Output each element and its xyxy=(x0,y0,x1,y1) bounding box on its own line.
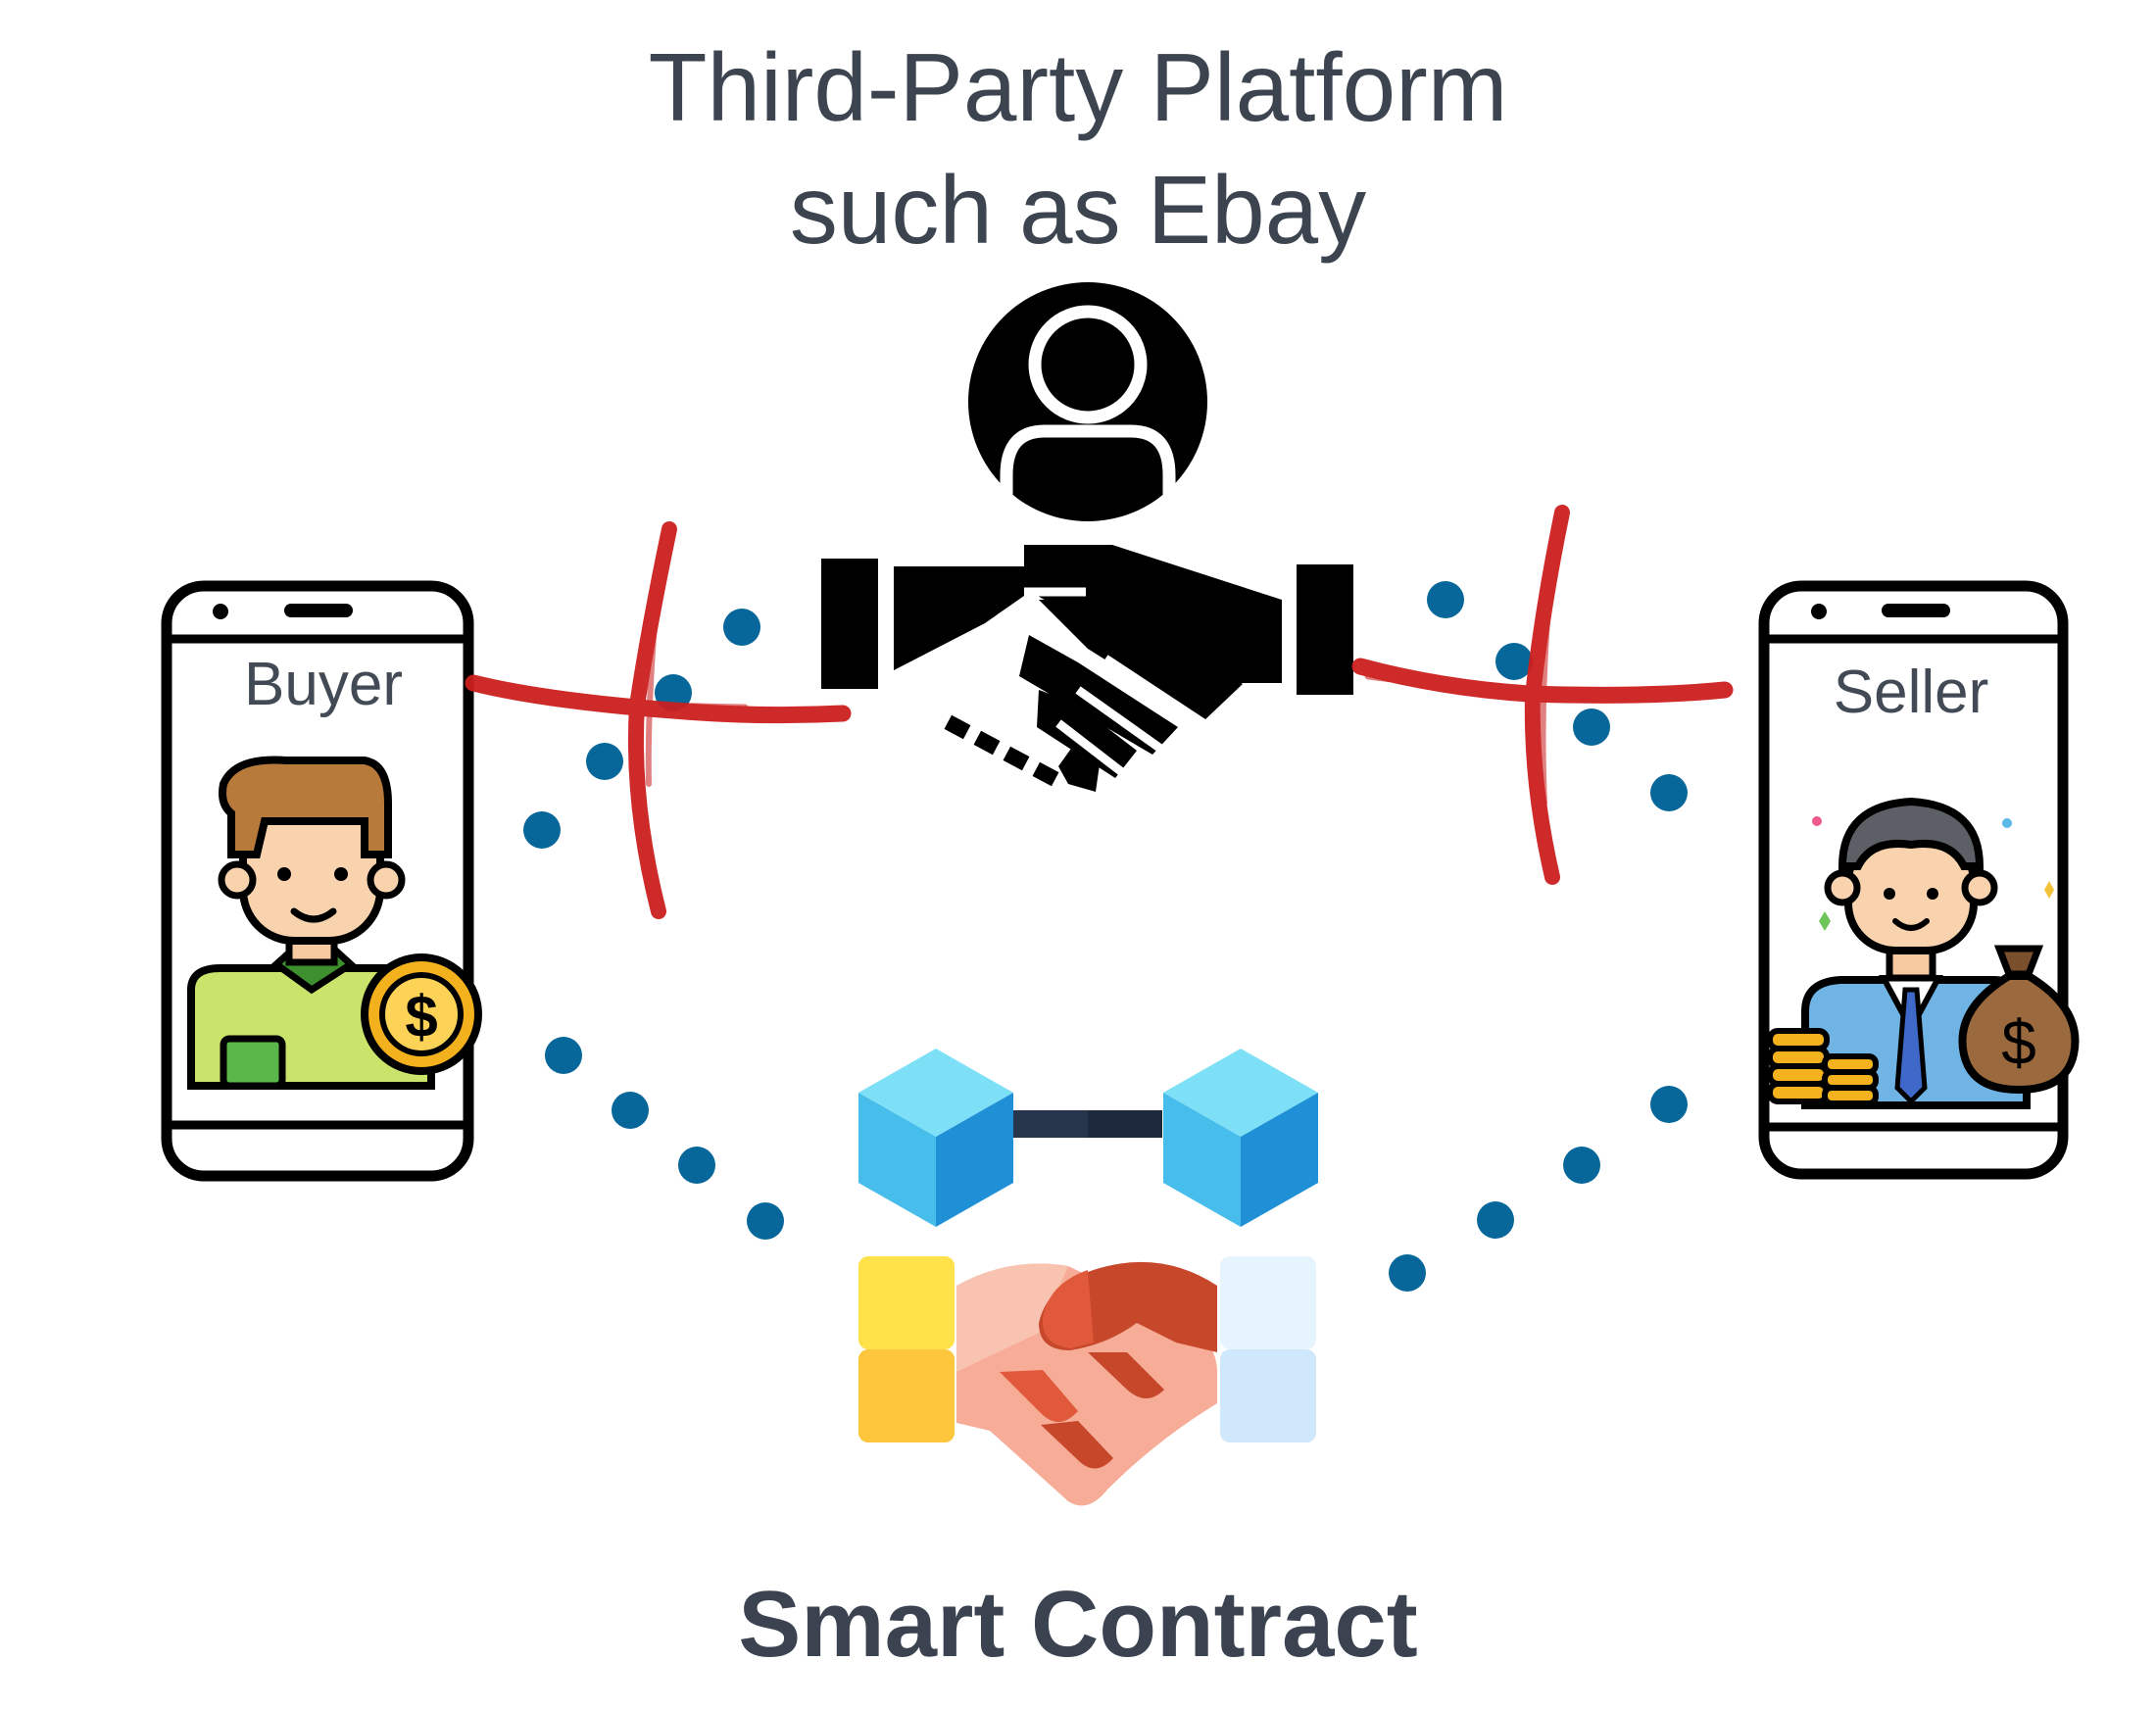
seller-phone: $ xyxy=(1758,580,2080,1180)
page-title-line-2: such as Ebay xyxy=(789,156,1367,264)
smart-contract-label: Smart Contract xyxy=(738,1572,1418,1677)
page-title-line-1: Third-Party Platform xyxy=(648,33,1508,141)
dollar-coin-icon: $ xyxy=(361,953,482,1075)
svg-text:$: $ xyxy=(405,984,437,1050)
cross-mark-icon-right xyxy=(1351,505,1734,885)
colored-handshake-icon xyxy=(858,1256,1316,1506)
sparkle-decoration xyxy=(1812,816,2054,931)
handshake-icon xyxy=(821,545,1353,792)
buyer-label: Buyer xyxy=(244,651,403,718)
user-circle-icon xyxy=(968,282,1207,521)
money-bag-icon: $ xyxy=(1958,945,2080,1095)
cross-mark-icon-left xyxy=(465,521,852,919)
buyer-phone: $ xyxy=(161,580,482,1182)
svg-text:$: $ xyxy=(2001,1007,2036,1078)
blockchain-icon xyxy=(858,1049,1318,1227)
seller-label: Seller xyxy=(1833,659,1989,726)
dotted-connection-lines xyxy=(523,581,1688,1292)
coin-stack-icon xyxy=(1767,1028,1879,1106)
